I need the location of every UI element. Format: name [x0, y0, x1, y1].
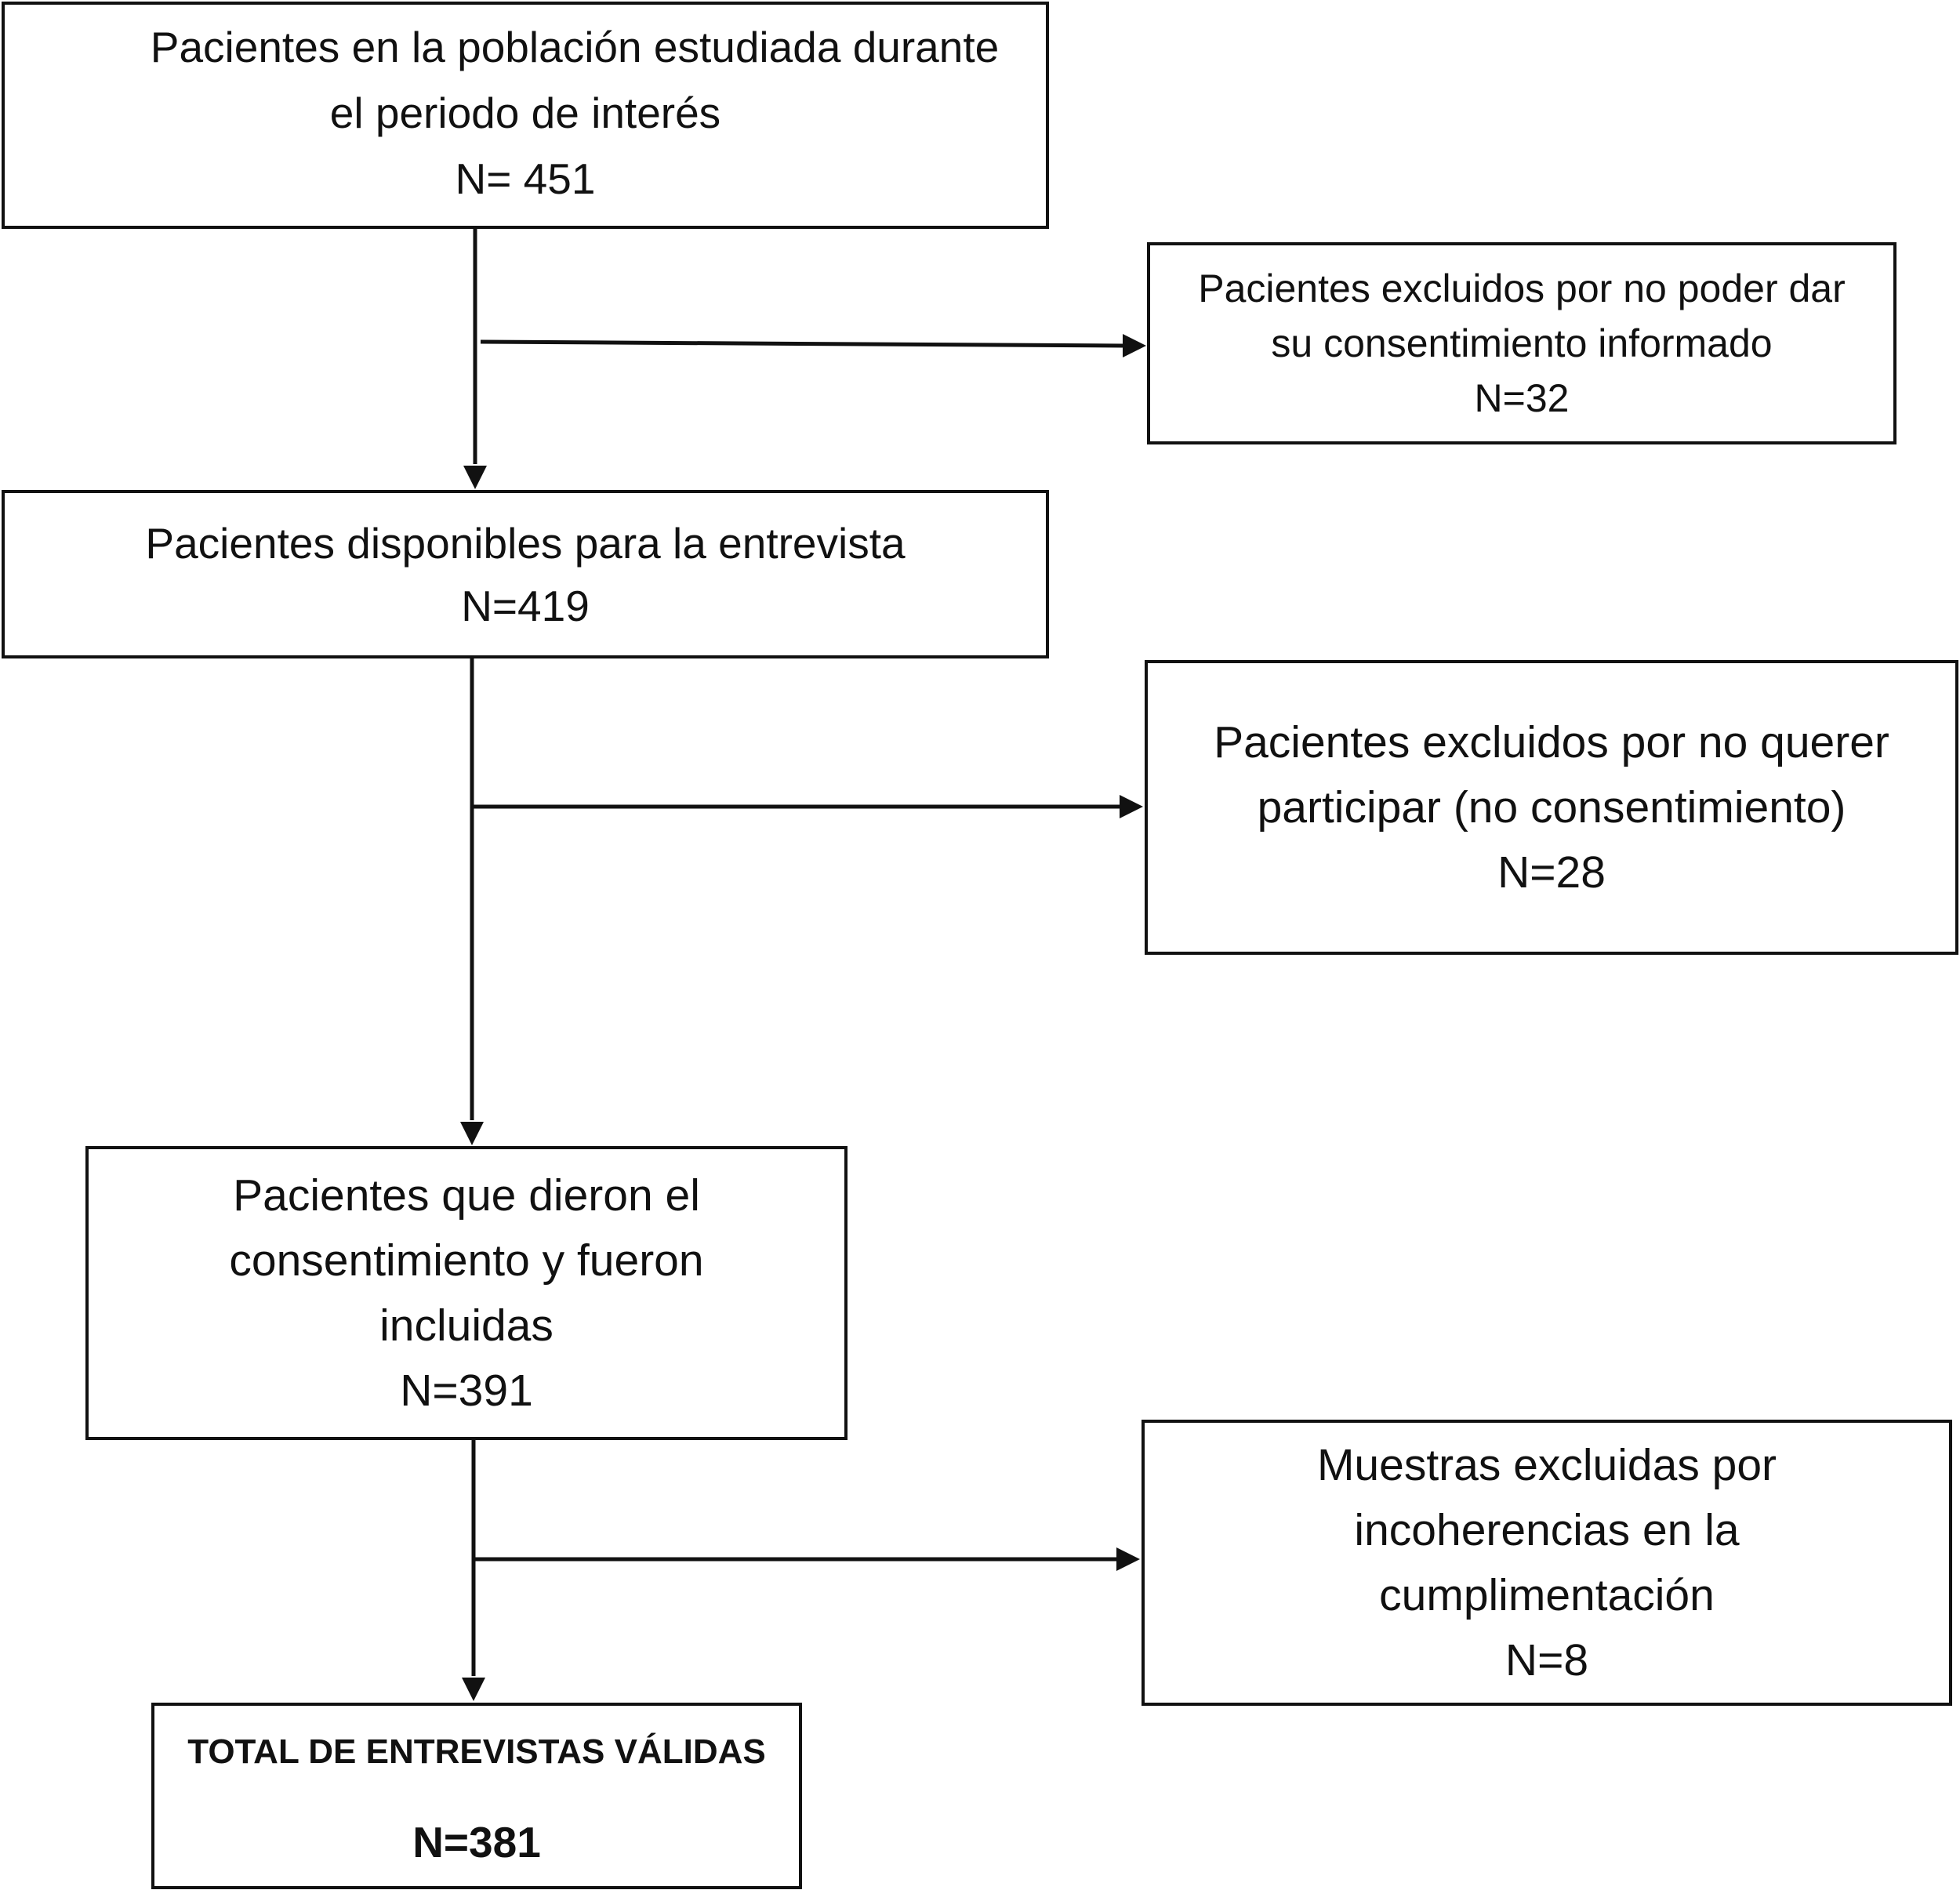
population-line-2: el periodo de interés: [329, 89, 721, 137]
arrowhead-to-excluded-consent: [1123, 334, 1146, 357]
connector-to-excluded-consent: [480, 339, 1123, 348]
excluded-consent-box: Pacientes excluidos por no poder dar su …: [1147, 242, 1896, 444]
arrowhead-to-total: [462, 1678, 485, 1701]
arrowhead-to-excluded-samples: [1116, 1547, 1140, 1571]
included-line-1: Pacientes que dieron el: [233, 1170, 700, 1221]
arrowhead-to-included: [460, 1122, 484, 1145]
arrowhead-to-available: [463, 466, 487, 489]
available-line-1: Pacientes disponibles para la entrevista: [145, 518, 906, 568]
total-box: TOTAL DE ENTREVISTAS VÁLIDAS N=381: [151, 1703, 802, 1889]
excluded-samples-line-2: incoherencias en la: [1354, 1504, 1740, 1555]
excluded-refused-line-1: Pacientes excluidos por no querer: [1214, 716, 1889, 767]
available-box: Pacientes disponibles para la entrevista…: [2, 490, 1049, 658]
excluded-refused-line-2: participar (no consentimiento): [1257, 782, 1846, 833]
excluded-samples-line-1: Muestras excluidas por: [1316, 1439, 1777, 1490]
excluded-consent-count: N=32: [1474, 376, 1570, 420]
excluded-consent-line-1: Pacientes excluidos por no poder dar: [1198, 267, 1846, 310]
available-count: N=419: [461, 581, 590, 630]
included-line-3: incluidas: [379, 1300, 554, 1351]
population-count: N= 451: [455, 154, 596, 203]
included-line-2: consentimiento y fueron: [229, 1235, 704, 1286]
total-title: TOTAL DE ENTREVISTAS VÁLIDAS: [187, 1732, 766, 1771]
excluded-samples-count: N=8: [1504, 1634, 1589, 1685]
excluded-samples-box: Muestras excluidas por incoherencias en …: [1142, 1420, 1952, 1706]
population-box: Pacientes en la población estudiada dura…: [2, 2, 1049, 229]
excluded-samples-line-3: cumplimentación: [1379, 1569, 1715, 1620]
total-count: N=381: [412, 1818, 541, 1866]
population-line-1: Pacientes en la población estudiada dura…: [150, 23, 1000, 71]
excluded-consent-line-2: su consentimiento informado: [1271, 321, 1773, 365]
excluded-refused-count: N=28: [1497, 847, 1606, 898]
excluded-refused-box: Pacientes excluidos por no querer partic…: [1145, 660, 1958, 955]
included-box: Pacientes que dieron el consentimiento y…: [85, 1146, 848, 1440]
included-count: N=391: [400, 1365, 533, 1416]
arrowhead-to-excluded-refused: [1120, 795, 1143, 818]
